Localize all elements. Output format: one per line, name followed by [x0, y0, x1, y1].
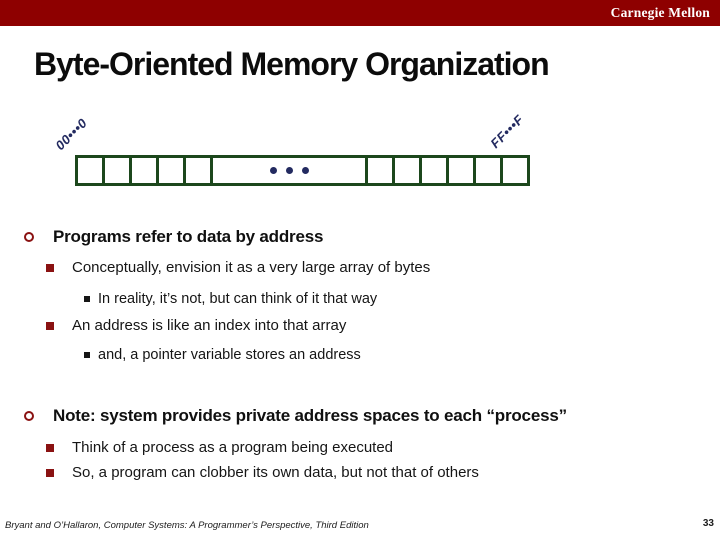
square-bullet-icon [46, 468, 54, 477]
bullet-item: Conceptually, envision it as a very larg… [46, 259, 430, 276]
small-square-bullet-icon [84, 296, 90, 302]
circle-bullet-icon [24, 411, 34, 421]
memory-cell [132, 158, 159, 183]
item-text: and, a pointer variable stores an addres… [98, 347, 361, 363]
square-bullet-icon [46, 443, 54, 452]
memory-cells-right [365, 158, 527, 183]
memory-cell [419, 158, 446, 183]
heading-text: Note: system provides private address sp… [53, 406, 567, 425]
item-text: An address is like an index into that ar… [72, 317, 347, 334]
page-title: Byte-Oriented Memory Organization [34, 46, 550, 82]
ellipsis-dot [269, 167, 277, 174]
ellipsis-dot [301, 167, 309, 174]
high-address-label: FF•••F [487, 111, 527, 151]
ellipsis-dot [285, 167, 293, 174]
bullet-heading-note: Note: system provides private address sp… [24, 406, 567, 426]
memory-cell [78, 158, 105, 183]
footer-citation: Bryant and O’Hallaron, Computer Systems:… [5, 520, 369, 531]
memory-cell [159, 158, 186, 183]
item-text: In reality, it’s not, but can think of i… [98, 291, 378, 307]
item-text: So, a program can clobber its own data, … [72, 464, 479, 481]
header-banner: Carnegie Mellon [0, 0, 720, 26]
item-text: Conceptually, envision it as a very larg… [72, 259, 431, 276]
memory-cell [365, 158, 392, 183]
bullet-item: So, a program can clobber its own data, … [46, 464, 479, 481]
heading-text: Programs refer to data by address [53, 227, 324, 246]
page-number: 33 [702, 518, 714, 529]
bullet-subitem: and, a pointer variable stores an addres… [84, 347, 361, 363]
square-bullet-icon [46, 263, 54, 272]
low-address-label: 00•••0 [52, 115, 91, 153]
bullet-heading-programs: Programs refer to data by address [24, 227, 323, 247]
small-square-bullet-icon [84, 352, 90, 358]
memory-cell [186, 158, 213, 183]
circle-bullet-icon [24, 232, 34, 242]
bullet-item: Think of a process as a program being ex… [46, 439, 393, 456]
memory-cells-left [78, 158, 213, 183]
memory-cell [446, 158, 473, 183]
memory-ellipsis [213, 158, 365, 183]
item-text: Think of a process as a program being ex… [72, 439, 394, 456]
bullet-item: An address is like an index into that ar… [46, 317, 346, 334]
memory-cell [500, 158, 527, 183]
bullet-subitem: In reality, it’s not, but can think of i… [84, 291, 377, 307]
brand-name: Carnegie Mellon [610, 5, 710, 20]
memory-array-diagram [75, 155, 530, 186]
memory-cell [473, 158, 500, 183]
memory-cell [392, 158, 419, 183]
square-bullet-icon [46, 321, 54, 330]
memory-cell [105, 158, 132, 183]
